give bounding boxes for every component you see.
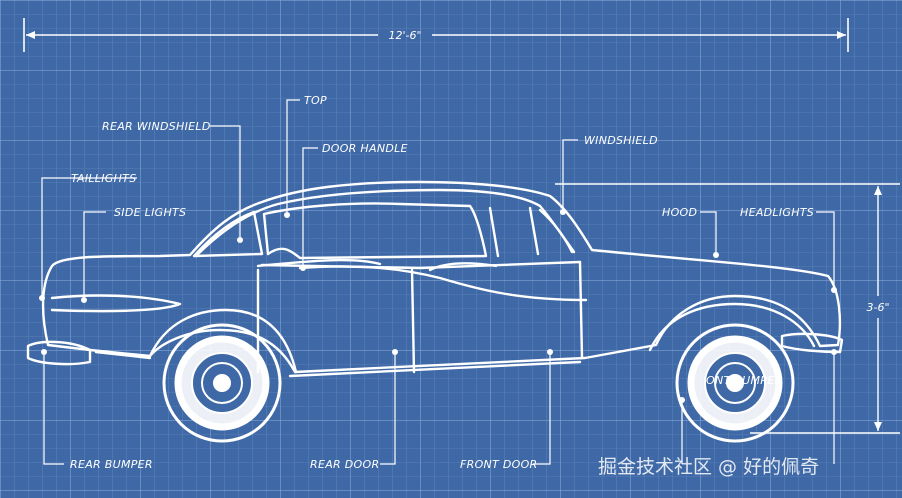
length-dimension-label: 12'-6" [388, 29, 421, 42]
label-rear-windshield: REAR WINDSHIELD [102, 120, 211, 133]
height-dimension-label: 3-6" [866, 301, 889, 314]
label-front-door: FRONT DOOR [460, 458, 538, 471]
watermark: 掘金技术社区 @ 好的佩奇 [598, 456, 820, 478]
label-door-handle: DOOR HANDLE [322, 142, 408, 155]
label-windshield: WINDSHIELD [584, 134, 658, 147]
length-dimension [23, 18, 849, 52]
label-front-bumper: ONT BUMPER [706, 374, 782, 387]
front-wheel [675, 323, 795, 443]
label-taillights: TAILLIGHTS [71, 172, 136, 185]
height-dimension [555, 183, 900, 434]
label-hood: HOOD [662, 206, 697, 219]
leader-dots [39, 209, 837, 403]
label-rear-door: REAR DOOR [310, 458, 379, 471]
rear-wheel [162, 323, 282, 443]
label-top: TOP [304, 94, 327, 107]
leader-lines [41, 99, 835, 465]
label-headlights: HEADLIGHTS [740, 206, 814, 219]
label-side-lights: SIDE LIGHTS [114, 206, 186, 219]
car-outline [26, 180, 844, 378]
label-rear-bumper: REAR BUMPER [70, 458, 153, 471]
